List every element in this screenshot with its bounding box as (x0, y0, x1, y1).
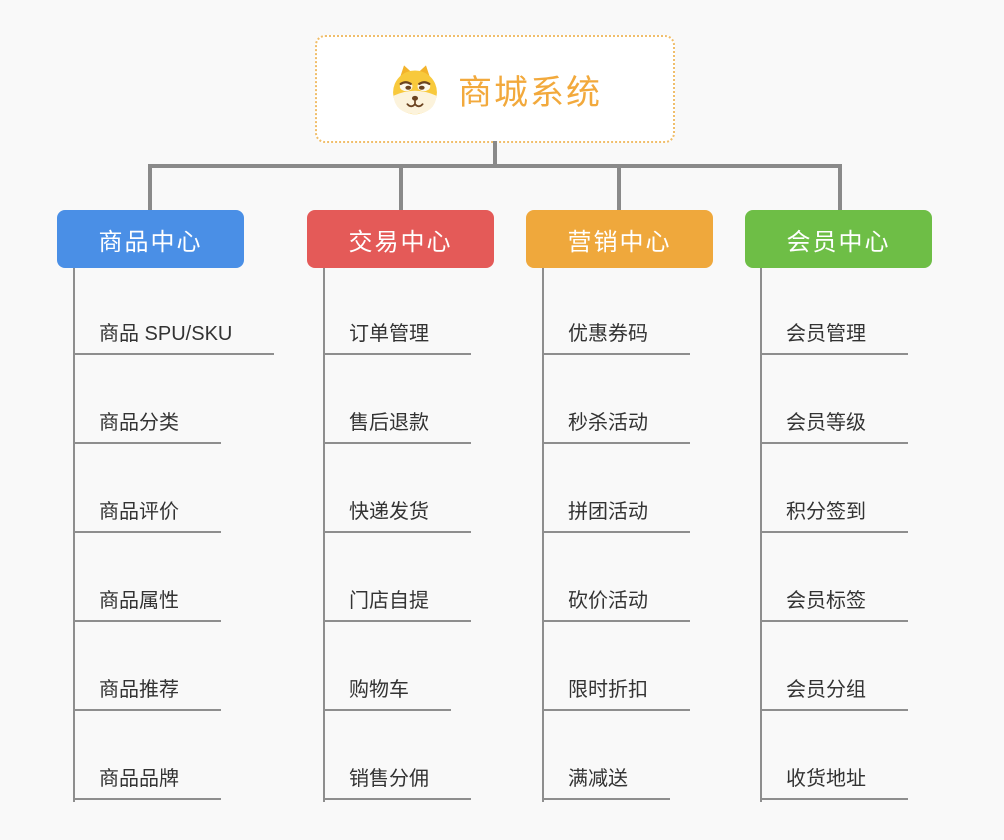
branch-column-product: 商品 SPU/SKU 商品分类 商品评价 商品属性 商品推荐 商品品牌 (73, 268, 313, 808)
leaf-node[interactable]: 商品推荐 (73, 677, 221, 711)
leaf-node[interactable]: 砍价活动 (542, 588, 690, 622)
connector-bus-line (148, 164, 842, 168)
leaf-node[interactable]: 积分签到 (760, 499, 908, 533)
leaf-node[interactable]: 商品评价 (73, 499, 221, 533)
leaf-node[interactable]: 会员管理 (760, 321, 908, 355)
leaf-node[interactable]: 秒杀活动 (542, 410, 690, 444)
dog-icon (393, 65, 437, 115)
branch-node-member-center[interactable]: 会员中心 (745, 210, 932, 268)
leaf-node[interactable]: 会员分组 (760, 677, 908, 711)
leaf-node[interactable]: 限时折扣 (542, 677, 690, 711)
connector-trunk-trade (323, 268, 325, 802)
leaf-node[interactable]: 订单管理 (323, 321, 471, 355)
leaf-node[interactable]: 拼团活动 (542, 499, 690, 533)
connector-trunk-marketing (542, 268, 544, 802)
branch-node-trade-center[interactable]: 交易中心 (307, 210, 494, 268)
connector-trunk-member (760, 268, 762, 802)
branch-column-marketing: 优惠券码 秒杀活动 拼团活动 砍价活动 限时折扣 满减送 (542, 268, 782, 808)
leaf-node[interactable]: 销售分佣 (323, 766, 471, 800)
leaf-node[interactable]: 会员标签 (760, 588, 908, 622)
leaf-node[interactable]: 售后退款 (323, 410, 471, 444)
leaf-node[interactable]: 优惠券码 (542, 321, 690, 355)
leaf-node[interactable]: 收货地址 (760, 766, 908, 800)
leaf-node[interactable]: 满减送 (542, 766, 670, 800)
leaf-node[interactable]: 商品分类 (73, 410, 221, 444)
branch-node-marketing-center[interactable]: 营销中心 (526, 210, 713, 268)
leaf-node[interactable]: 购物车 (323, 677, 451, 711)
connector-drop-products (148, 166, 152, 210)
leaf-node[interactable]: 会员等级 (760, 410, 908, 444)
root-title: 商城系统 (458, 73, 602, 112)
leaf-node[interactable]: 商品 SPU/SKU (73, 321, 275, 355)
leaf-node[interactable]: 商品品牌 (73, 766, 221, 800)
root-node-mall-system[interactable]: 商城系统 (315, 35, 675, 143)
branch-column-member: 会员管理 会员等级 积分签到 会员标签 会员分组 收货地址 (760, 268, 1000, 808)
leaf-node[interactable]: 门店自提 (323, 588, 471, 622)
leaf-node[interactable]: 商品属性 (73, 588, 221, 622)
connector-drop-marketing (617, 166, 621, 210)
connector-root-stem (493, 141, 497, 166)
branch-column-trade: 订单管理 售后退款 快递发货 门店自提 购物车 销售分佣 (323, 268, 563, 808)
leaf-node[interactable]: 快递发货 (323, 499, 471, 533)
branch-node-product-center[interactable]: 商品中心 (57, 210, 244, 268)
connector-trunk-product (73, 268, 75, 802)
connector-drop-trade (399, 166, 403, 210)
connector-drop-members (838, 166, 842, 210)
